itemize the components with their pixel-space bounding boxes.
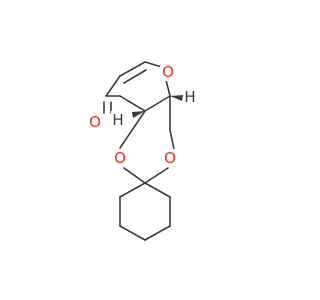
bond-c8a-c1 <box>119 95 146 112</box>
wedge-bond-upper <box>170 95 183 101</box>
atom-o-carbonyl: O <box>89 113 101 131</box>
bond-cyhex-1 <box>144 182 171 198</box>
atom-o-dioxane-left: O <box>114 149 126 167</box>
atom-h-upper: H <box>184 88 195 106</box>
molecule-structure: O O O O H H <box>89 61 196 241</box>
bond-cyhex-3 <box>144 225 171 241</box>
atom-o-dioxane-right: O <box>164 149 176 167</box>
bond-cyhex-6 <box>119 182 146 198</box>
atom-h-lower: H <box>112 111 123 129</box>
bond-c3-c4-double <box>123 69 147 84</box>
bond-cyhex-4 <box>119 225 146 241</box>
wedge-bond-lower <box>132 111 145 118</box>
atom-o-pyran: O <box>162 63 174 81</box>
bond-c5-o-right <box>169 129 175 150</box>
bond-o-left-c8a <box>119 110 146 149</box>
bond-c4a-c8a <box>144 95 171 112</box>
bond-c3-c4 <box>119 61 146 77</box>
bond-o-right-spiro <box>144 167 169 184</box>
bond-spiro-o-left <box>123 167 146 184</box>
bond-c2-c3 <box>105 75 121 97</box>
